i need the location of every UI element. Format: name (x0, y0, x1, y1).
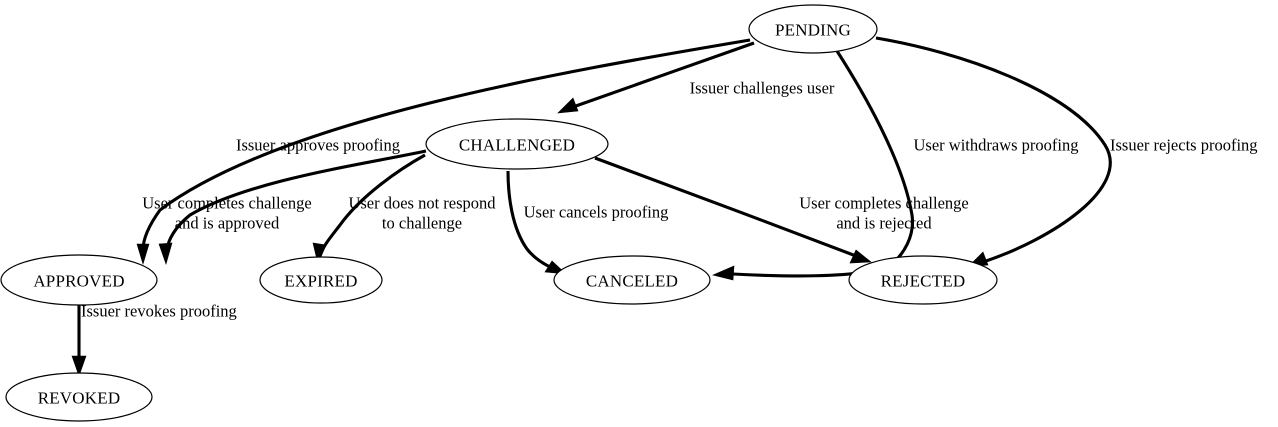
node-label: EXPIRED (284, 272, 357, 291)
edge-challenged-to-expired: User does not respond to challenge (312, 153, 496, 265)
node-challenged[interactable]: CHALLENGED (425, 118, 609, 170)
arrowhead-icon (712, 265, 735, 281)
edge-pending-to-canceled: User withdraws proofing (712, 50, 1079, 281)
node-label: APPROVED (33, 272, 124, 291)
edge-label: User withdraws proofing (914, 136, 1079, 155)
node-expired[interactable]: EXPIRED (259, 256, 383, 304)
edge-pending-to-challenged: Issuer challenges user (557, 41, 835, 114)
edge-challenged-to-rejected: User completes challenge and is rejected (594, 156, 969, 264)
edge-label-line1: User completes challenge (142, 194, 312, 213)
edge-label-line2: to challenge (382, 214, 462, 233)
node-ellipse (5, 372, 153, 422)
edge-pending-to-rejected: Issuer rejects proofing (875, 36, 1258, 268)
edge-path (572, 41, 755, 109)
node-ellipse (848, 255, 998, 305)
edge-path (594, 156, 857, 258)
node-revoked[interactable]: REVOKED (5, 372, 153, 422)
arrowhead-icon (71, 355, 87, 377)
node-pending[interactable]: PENDING (748, 4, 878, 54)
edge-path (141, 38, 751, 251)
arrowhead-icon (158, 242, 173, 265)
node-ellipse (259, 256, 383, 304)
arrowhead-icon (136, 243, 150, 266)
edge-challenged-to-approved: User completes challenge and is approved (142, 149, 427, 265)
edge-label-line1: User does not respond (348, 194, 496, 213)
node-label: REJECTED (881, 272, 966, 291)
node-ellipse (553, 255, 711, 305)
node-label: PENDING (775, 21, 851, 40)
edge-label: Issuer approves proofing (236, 136, 400, 155)
edge-approved-to-revoked: Issuer revokes proofing (71, 302, 237, 377)
node-ellipse (748, 4, 878, 54)
node-label: REVOKED (38, 389, 121, 408)
edge-label-line2: and is rejected (836, 214, 932, 233)
node-ellipse (425, 118, 609, 170)
node-rejected[interactable]: REJECTED (848, 255, 998, 305)
node-label: CHALLENGED (459, 136, 575, 155)
edge-label: Issuer challenges user (690, 79, 835, 98)
arrowhead-icon (312, 242, 327, 265)
edge-path (875, 36, 1112, 264)
edge-path (320, 153, 426, 252)
node-ellipse (0, 254, 158, 306)
edge-pending-to-approved: Issuer approves proofing (136, 38, 751, 266)
edge-label: User cancels proofing (524, 203, 669, 222)
arrowhead-icon (557, 97, 579, 114)
edge-label-line1: User completes challenge (799, 194, 969, 213)
edge-label-line2: and is approved (175, 214, 280, 233)
node-canceled[interactable]: CANCELED (553, 255, 711, 305)
arrowhead-icon (849, 249, 872, 264)
edge-challenged-to-canceled: User cancels proofing (506, 170, 669, 275)
edge-path (506, 170, 551, 269)
edge-path (165, 149, 427, 251)
node-label: CANCELED (586, 272, 678, 291)
edge-label: Issuer rejects proofing (1110, 136, 1258, 155)
node-approved[interactable]: APPROVED (0, 254, 158, 306)
edge-path (835, 50, 915, 268)
edge-label: Issuer revokes proofing (81, 302, 237, 321)
